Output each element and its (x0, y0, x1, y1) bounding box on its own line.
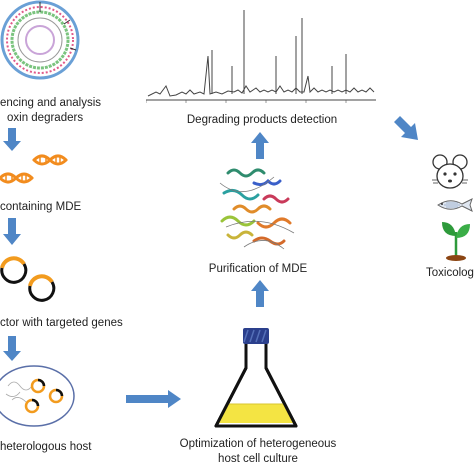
up-arrow-to-purification (251, 280, 269, 307)
plasmid-vectors-icon (0, 256, 56, 302)
down-arrow-1 (3, 128, 21, 151)
zebrafish-icon (437, 198, 473, 212)
up-arrow-to-detection (251, 132, 269, 159)
step1-label-line1: encing and analysis (0, 97, 102, 109)
step3-label: ctor with targeted genes (0, 317, 123, 329)
genome-circle-map (0, 0, 80, 80)
mde-protein-structure (219, 168, 295, 250)
step1-label-line2: oxin degraders (7, 112, 84, 124)
down-arrow-3 (3, 336, 21, 361)
step7-label: Degrading products detection (186, 114, 338, 126)
step8-label: Toxicolog (426, 267, 474, 279)
chromatogram-spectrum (146, 10, 376, 103)
diagonal-arrow-to-toxicology (394, 116, 418, 140)
mouse-icon (432, 154, 468, 189)
step6-label: Purification of MDE (208, 263, 308, 275)
culture-flask (214, 328, 298, 428)
step4-label: heterologous host (0, 441, 92, 453)
step5-label-line1: Optimization of heterogeneous (179, 438, 337, 450)
plant-seedling-icon (442, 222, 470, 261)
heterologous-host-cell (0, 365, 75, 427)
right-arrow-host-to-culture (126, 390, 181, 408)
step2-label: containing MDE (0, 201, 82, 213)
step5-label-line2: host cell culture (218, 453, 298, 465)
down-arrow-2 (3, 218, 21, 245)
dna-strands-icon (0, 154, 68, 184)
